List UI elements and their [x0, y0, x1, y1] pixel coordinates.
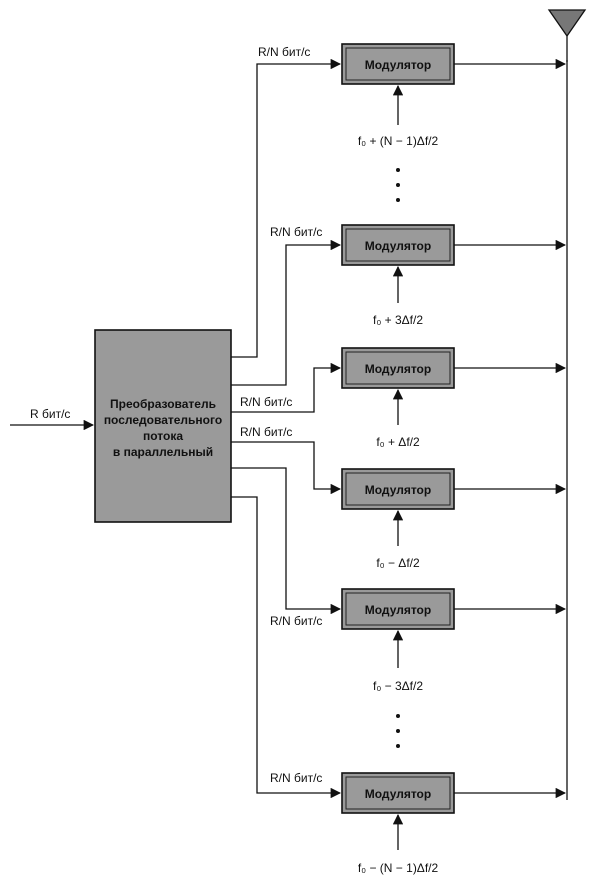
- branch-rate-label: R/N бит/с: [270, 225, 322, 239]
- modulator-label: Модулятор: [365, 239, 431, 253]
- converter-line-4: в параллельный: [113, 445, 213, 459]
- carrier-frequency-label: f₀ + 3Δf/2: [373, 313, 423, 327]
- modulator-label: Модулятор: [365, 362, 431, 376]
- carrier-frequency-label: f₀ − (N − 1)Δf/2: [358, 861, 439, 875]
- ellipsis-dots: [396, 714, 400, 748]
- branch-wires: [231, 58, 342, 799]
- modulator-label: Модулятор: [365, 603, 431, 617]
- branch-rate-label: R/N бит/с: [258, 45, 310, 59]
- serial-to-parallel-converter: Преобразователь последовательного потока…: [94, 329, 232, 523]
- converter-line-3: потока: [143, 429, 183, 443]
- branch-rate-label: R/N бит/с: [240, 395, 292, 409]
- converter-line-2: последовательного: [104, 413, 222, 427]
- antenna-icon: [547, 9, 587, 62]
- carrier-frequency-label: f₀ − Δf/2: [376, 556, 420, 570]
- modulator-1: Модулятор f₀ + (N − 1)Δf/2: [341, 43, 567, 148]
- modulator-2: Модулятор f₀ + 3Δf/2: [341, 224, 567, 327]
- branch-rate-label: R/N бит/с: [270, 771, 322, 785]
- modulator-5: Модулятор f₀ − 3Δf/2: [341, 588, 567, 693]
- branch-rate-label: R/N бит/с: [270, 614, 322, 628]
- carrier-frequency-label: f₀ − 3Δf/2: [373, 679, 423, 693]
- modulator-6: Модулятор f₀ − (N − 1)Δf/2: [341, 772, 567, 875]
- ellipsis-dots: [396, 168, 400, 202]
- converter-line-1: Преобразователь: [110, 397, 216, 411]
- modulator-4: Модулятор f₀ − Δf/2: [341, 468, 567, 570]
- branch-rate-label: R/N бит/с: [240, 425, 292, 439]
- carrier-frequency-label: f₀ + (N − 1)Δf/2: [358, 134, 439, 148]
- input-rate-label: R бит/с: [30, 407, 70, 421]
- modulator-3: Модулятор f₀ + Δf/2: [341, 347, 567, 449]
- modulator-label: Модулятор: [365, 58, 431, 72]
- carrier-frequency-label: f₀ + Δf/2: [376, 435, 420, 449]
- modulator-label: Модулятор: [365, 787, 431, 801]
- modulator-label: Модулятор: [365, 483, 431, 497]
